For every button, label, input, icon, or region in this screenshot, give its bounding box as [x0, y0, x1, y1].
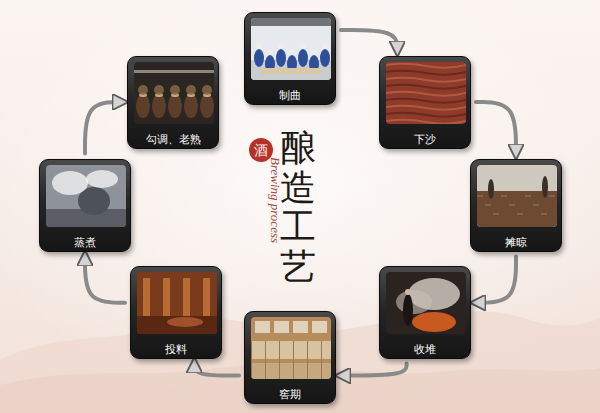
- step-label: 投料: [165, 343, 187, 357]
- photo: [134, 62, 214, 124]
- photo: [137, 272, 217, 334]
- flow-arrow: [341, 364, 407, 376]
- photo-frame: [137, 272, 217, 334]
- step-label: 摊晾: [505, 236, 527, 250]
- step-label: 勾调、老熟: [146, 133, 201, 147]
- step-label: 蒸煮: [74, 236, 96, 250]
- photo-frame: [134, 62, 214, 124]
- flow-arrow: [85, 102, 122, 154]
- subtitle: Brewing process: [267, 157, 283, 243]
- flow-arrow: [476, 257, 516, 303]
- photo: [477, 165, 557, 227]
- photo-frame: [386, 62, 466, 124]
- mountain: [0, 311, 600, 413]
- photo: [46, 165, 126, 227]
- flow-arrow: [194, 364, 239, 376]
- flow-arrow: [341, 30, 397, 50]
- process-box: 勾调、老熟: [127, 56, 219, 149]
- process-box: 蒸煮: [39, 159, 131, 252]
- flow-arrow: [476, 102, 516, 154]
- step-label: 下沙: [414, 133, 436, 147]
- photo-frame: [251, 317, 331, 379]
- process-box: 下沙: [379, 56, 471, 149]
- process-box: 窖期: [244, 311, 336, 404]
- process-box: 摊晾: [470, 159, 562, 252]
- step-label: 收堆: [414, 343, 436, 357]
- process-box: 制曲: [244, 12, 336, 105]
- photo-frame: [46, 165, 126, 227]
- title: 酿造工艺: [280, 128, 316, 286]
- seal-mark: 酒: [249, 138, 273, 162]
- process-box: 收堆: [379, 266, 471, 359]
- photo: [251, 317, 331, 379]
- flow-arrow: [85, 257, 125, 303]
- photo: [251, 18, 331, 80]
- photo: [386, 272, 466, 334]
- photo-frame: [477, 165, 557, 227]
- photo-frame: [386, 272, 466, 334]
- process-box: 投料: [130, 266, 222, 359]
- photo: [386, 62, 466, 124]
- photo-frame: [251, 18, 331, 80]
- step-label: 制曲: [279, 89, 301, 103]
- step-label: 窖期: [279, 388, 301, 402]
